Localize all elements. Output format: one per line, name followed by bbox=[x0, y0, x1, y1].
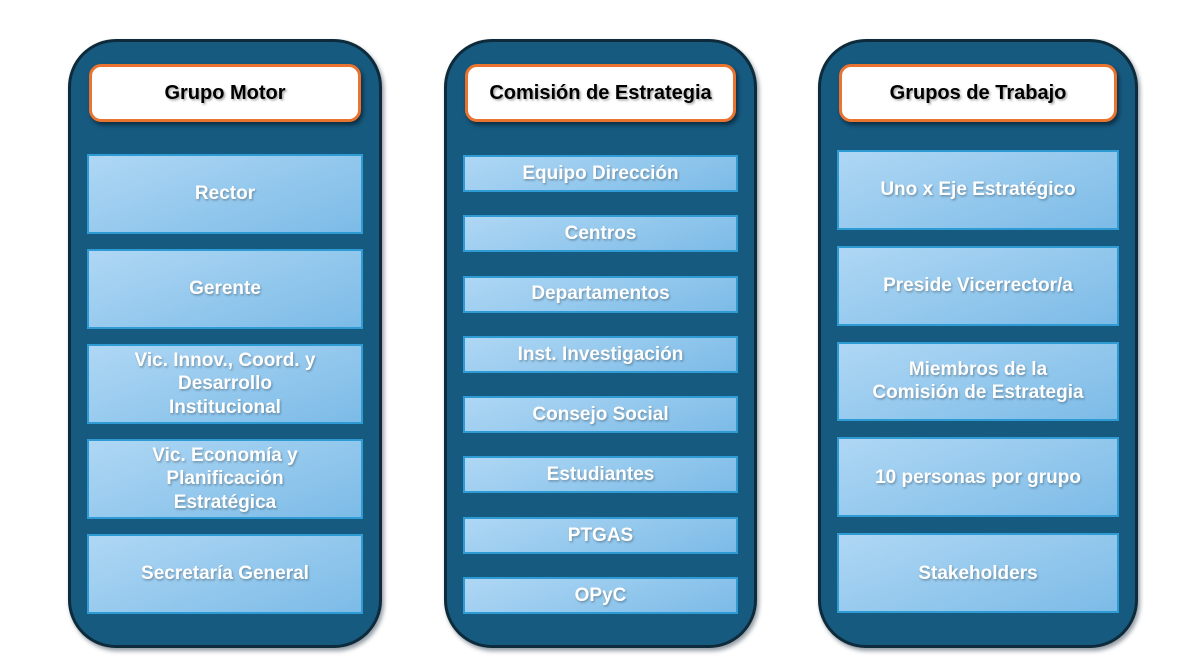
item-list-comision-de-estrategia: Equipo Dirección Centros Departamentos I… bbox=[463, 155, 738, 614]
panel-comision-de-estrategia: Comisión de Estrategia Equipo Dirección … bbox=[444, 39, 757, 648]
item-box: Estudiantes bbox=[463, 456, 738, 494]
panel-title: Grupos de Trabajo bbox=[889, 81, 1067, 104]
item-box: OPyC bbox=[463, 576, 738, 614]
panel-header-grupo-motor: Grupo Motor bbox=[89, 64, 361, 122]
item-box: PTGAS bbox=[463, 516, 738, 554]
item-label: OPyC bbox=[574, 584, 627, 606]
item-label: Uno x Eje Estratégico bbox=[880, 179, 1076, 201]
item-box: Secretaría General bbox=[87, 534, 363, 614]
item-box: 10 personas por grupo bbox=[837, 437, 1119, 518]
item-box: Consejo Social bbox=[463, 396, 738, 434]
item-label: PTGAS bbox=[567, 524, 634, 546]
item-label: Miembros de la Comisión de Estrategia bbox=[872, 359, 1084, 404]
item-box: Vic. Economía y Planificación Estratégic… bbox=[87, 439, 363, 519]
item-box: Gerente bbox=[87, 249, 363, 329]
item-list-grupos-de-trabajo: Uno x Eje Estratégico Preside Vicerrecto… bbox=[837, 150, 1119, 613]
item-label: Gerente bbox=[189, 278, 261, 300]
panel-grupos-de-trabajo: Grupos de Trabajo Uno x Eje Estratégico … bbox=[818, 39, 1138, 648]
item-box: Miembros de la Comisión de Estrategia bbox=[837, 341, 1119, 422]
item-list-grupo-motor: Rector Gerente Vic. Innov., Coord. y Des… bbox=[87, 154, 363, 614]
item-label: Vic. Economía y Planificación Estratégic… bbox=[152, 445, 298, 513]
item-label: Vic. Innov., Coord. y Desarrollo Institu… bbox=[134, 350, 316, 418]
item-label: Consejo Social bbox=[532, 404, 669, 426]
item-label: Rector bbox=[194, 183, 256, 205]
item-label: Equipo Dirección bbox=[522, 162, 679, 184]
item-label: Departamentos bbox=[531, 283, 670, 305]
panel-grupo-motor: Grupo Motor Rector Gerente Vic. Innov., … bbox=[68, 39, 382, 648]
item-box: Uno x Eje Estratégico bbox=[837, 150, 1119, 230]
item-box: Equipo Dirección bbox=[463, 155, 738, 192]
item-label: Secretaría General bbox=[141, 563, 309, 585]
item-label: Estudiantes bbox=[546, 464, 655, 486]
panel-title: Grupo Motor bbox=[164, 81, 286, 104]
item-label: Centros bbox=[564, 223, 637, 245]
item-box: Centros bbox=[463, 215, 738, 253]
item-box: Rector bbox=[87, 154, 363, 234]
item-box: Stakeholders bbox=[837, 533, 1119, 613]
item-label: Inst. Investigación bbox=[517, 343, 684, 365]
panel-header-comision-de-estrategia: Comisión de Estrategia bbox=[465, 64, 736, 122]
item-box: Inst. Investigación bbox=[463, 335, 738, 373]
item-box: Departamentos bbox=[463, 275, 738, 313]
item-label: Preside Vicerrector/a bbox=[883, 275, 1073, 297]
panel-header-grupos-de-trabajo: Grupos de Trabajo bbox=[839, 64, 1117, 122]
item-box: Vic. Innov., Coord. y Desarrollo Institu… bbox=[87, 344, 363, 424]
item-label: 10 personas por grupo bbox=[875, 466, 1081, 488]
item-box: Preside Vicerrector/a bbox=[837, 245, 1119, 326]
panel-title: Comisión de Estrategia bbox=[489, 81, 712, 104]
item-label: Stakeholders bbox=[918, 562, 1038, 584]
